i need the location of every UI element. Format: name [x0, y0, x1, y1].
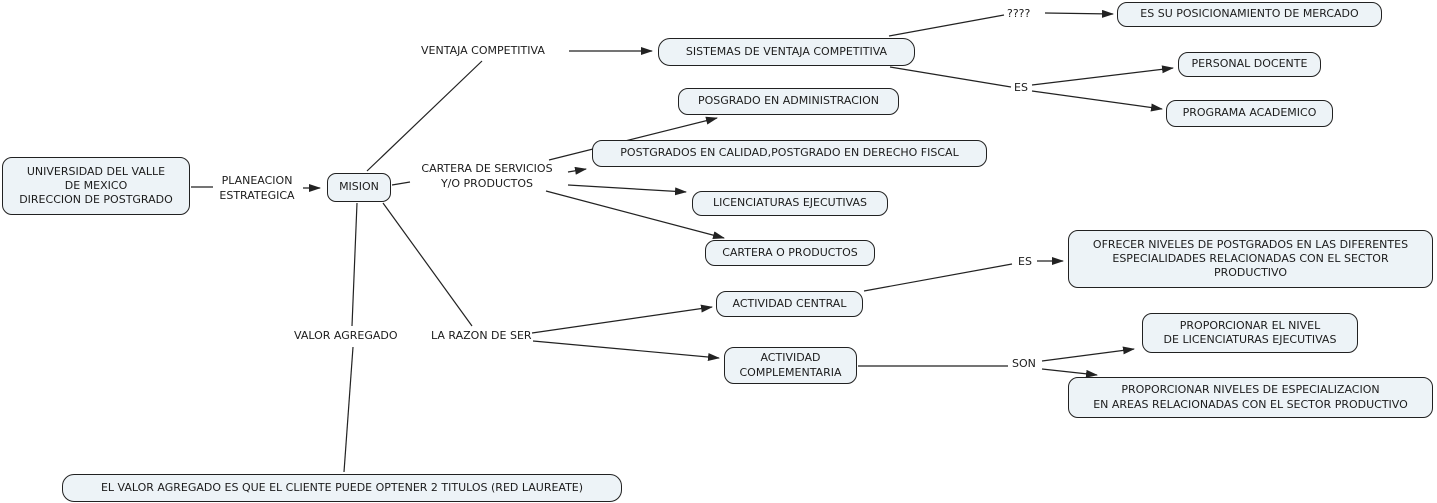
concept-ofrecer-niveles-postgrados[interactable]: OFRECER NIVELES DE POSTGRADOS EN LAS DIF…	[1068, 230, 1433, 288]
edge-mision-to-razon	[382, 202, 473, 327]
concept-licenciaturas-ejecutivas[interactable]: LICENCIATURAS EJECUTIVAS	[692, 191, 888, 216]
link-son[interactable]: SON	[1012, 357, 1036, 370]
edge-mision-to-valor-label	[351, 202, 358, 327]
concept-actividad-central[interactable]: ACTIVIDAD CENTRAL	[716, 291, 863, 317]
link-question-marks[interactable]: ????	[1007, 7, 1031, 20]
concept-proporcionar-nivel-licenciaturas[interactable]: PROPORCIONAR EL NIVEL DE LICENCIATURAS E…	[1142, 313, 1358, 353]
edge-cartera-to-postgrados-calidad	[567, 166, 587, 175]
concept-postgrados-calidad-fiscal[interactable]: POSTGRADOS EN CALIDAD,POSTGRADO EN DEREC…	[592, 140, 987, 167]
concept-mision[interactable]: MISION	[327, 173, 391, 202]
edge-cartera-to-posgrado-admin	[548, 116, 718, 161]
edge-mision-to-ventaja	[366, 60, 483, 172]
concept-posicionamiento-mercado[interactable]: ES SU POSICIONAMIENTO DE MERCADO	[1117, 2, 1382, 27]
link-ventaja-competitiva[interactable]: VENTAJA COMPETITIVA	[421, 44, 545, 57]
link-cartera-de-servicios[interactable]: CARTERA DE SERVICIOS Y/O PRODUCTOS	[421, 162, 553, 190]
concept-sistemas-ventaja[interactable]: SISTEMAS DE VENTAJA COMPETITIVA	[658, 38, 915, 66]
edge-sistemas-to-question	[888, 14, 1005, 37]
edge-son-to-proporcionar-nivel	[1041, 346, 1135, 362]
link-la-razon-de-ser[interactable]: LA RAZON DE SER	[431, 329, 532, 342]
concept-actividad-complementaria[interactable]: ACTIVIDAD COMPLEMENTARIA	[724, 347, 857, 384]
concept-programa-academico[interactable]: PROGRAMA ACADEMICO	[1166, 100, 1333, 127]
edge-razon-to-actividad-central	[531, 304, 713, 334]
edge-question-to-posicionamiento	[1044, 9, 1114, 18]
edge-son-to-proporcionar-niveles	[1041, 368, 1098, 378]
link-es-top[interactable]: ES	[1014, 81, 1028, 94]
link-valor-agregado[interactable]: VALOR AGREGADO	[294, 329, 398, 342]
concept-proporcionar-niveles-especializacion[interactable]: PROPORCIONAR NIVELES DE ESPECIALIZACION …	[1068, 377, 1433, 418]
concept-universidad[interactable]: UNIVERSIDAD DEL VALLE DE MEXICO DIRECCIO…	[2, 157, 190, 215]
edge-mision-to-cartera	[391, 181, 411, 186]
edge-valor-label-to-valor-box	[343, 346, 354, 473]
edge-sistemas-to-es-top	[889, 66, 1012, 88]
concept-posgrado-administracion[interactable]: POSGRADO EN ADMINISTRACION	[678, 88, 899, 115]
edge-actividad-central-to-es-mid	[863, 263, 1013, 292]
concept-valor-agregado-titulos[interactable]: EL VALOR AGREGADO ES QUE EL CLIENTE PUED…	[62, 474, 622, 502]
link-es-mid[interactable]: ES	[1018, 255, 1032, 268]
edge-cartera-to-licenciaturas	[567, 184, 687, 196]
edge-es-top-to-personal-docente	[1031, 65, 1174, 86]
link-planeacion-estrategica[interactable]: PLANEACION ESTRATEGICA	[219, 174, 295, 202]
edge-razon-to-actividad-complementaria	[532, 340, 720, 361]
concept-cartera-o-productos[interactable]: CARTERA O PRODUCTOS	[705, 240, 875, 266]
edge-cartera-to-cartera-productos	[545, 190, 725, 240]
edge-es-top-to-programa-academico	[1031, 90, 1163, 112]
concept-personal-docente[interactable]: PERSONAL DOCENTE	[1178, 52, 1321, 77]
